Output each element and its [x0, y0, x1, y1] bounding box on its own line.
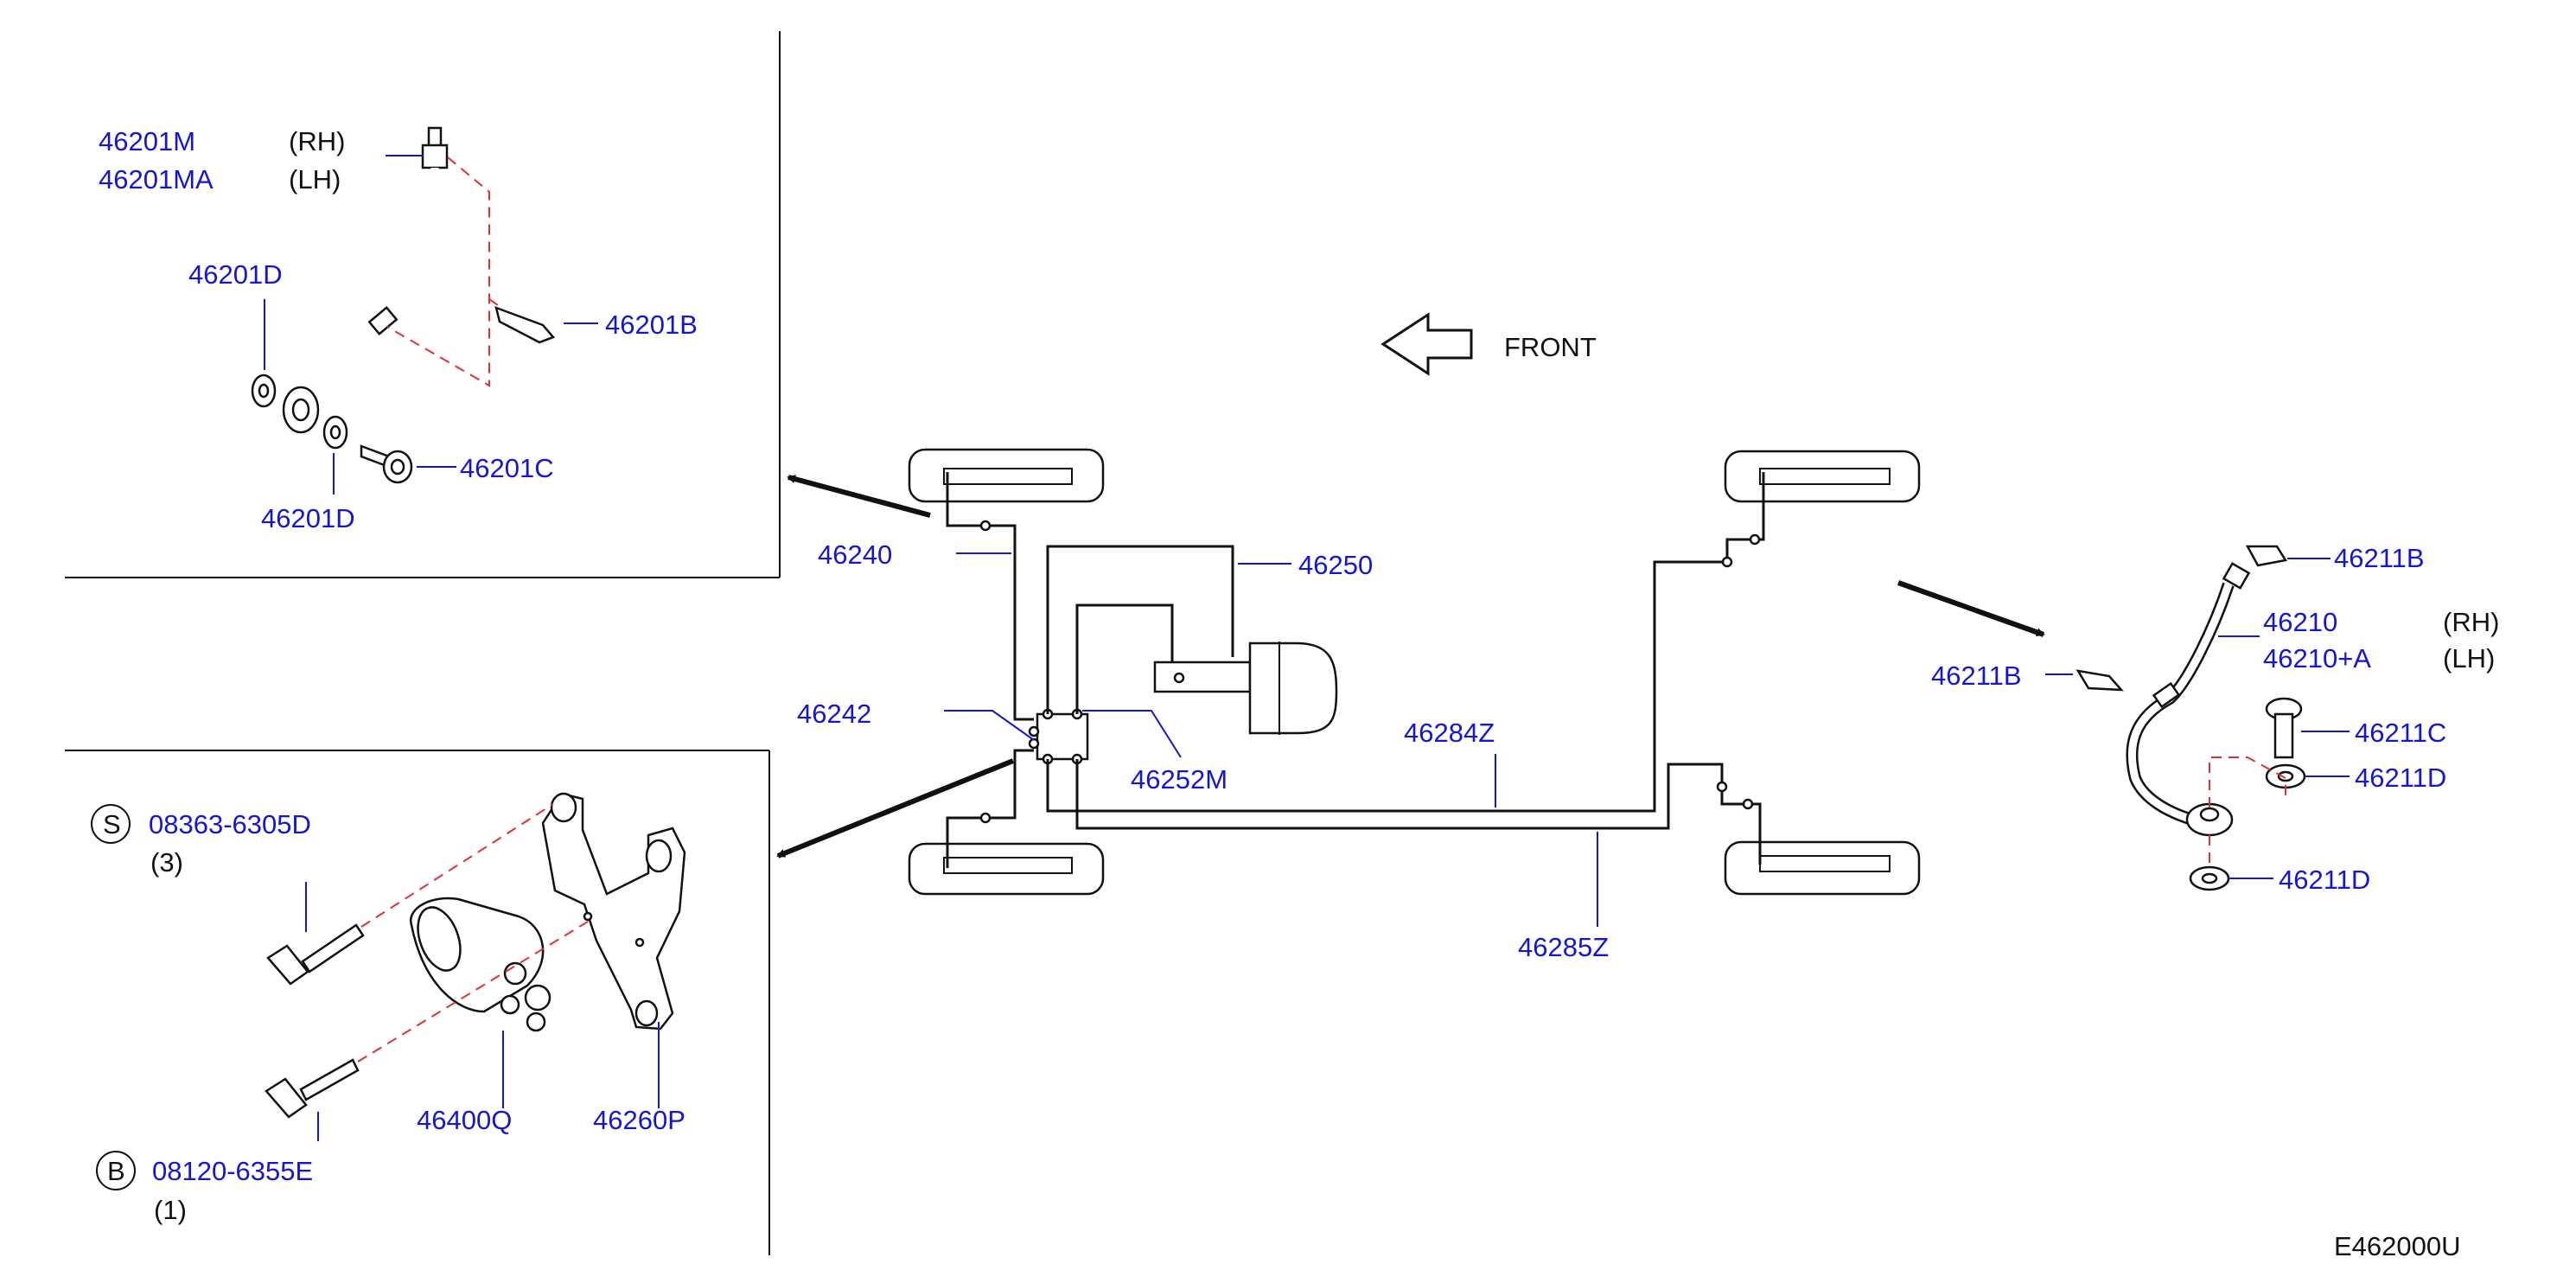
label-washer-lower: 46201D: [261, 503, 355, 533]
label-rear-washer-lower: 46211D: [2279, 865, 2370, 895]
label-tube-front: 46240: [818, 539, 892, 570]
wheel-rear-left: [1724, 450, 1921, 503]
master-cylinder: [1153, 661, 1252, 693]
rear-clip-upper: [2245, 545, 2288, 567]
hose-hex-nut: [421, 144, 449, 169]
label-rear-rh: (RH): [2443, 607, 2499, 637]
label-rh: (RH): [289, 126, 345, 156]
label-rear-hose-rh: 46210: [2263, 607, 2337, 637]
label-rear-bolt: 46211C: [2355, 718, 2446, 748]
label-clip: 46201B: [605, 310, 698, 340]
center-labels: 46240 46250 46242 46252M 46284Z 46285Z: [797, 539, 1609, 962]
callout-arrows: [776, 475, 2045, 859]
label-bracket: 46260P: [593, 1105, 685, 1135]
label-valve: 46400Q: [417, 1105, 512, 1135]
label-washer-upper: 46201D: [188, 259, 283, 290]
pressure-valve-detail: [91, 792, 686, 1190]
label-tube-rear-lower: 46285Z: [1518, 932, 1609, 962]
label-rear-lh: (LH): [2443, 643, 2495, 673]
wheel-front-right: [908, 842, 1105, 896]
bolt-s-head: [266, 944, 309, 986]
label-rear-hose-lh: 46210+A: [2263, 643, 2371, 673]
label-tube-rear-upper: 46284Z: [1404, 718, 1495, 748]
label-rear-clip-left: 46211B: [1931, 661, 2022, 691]
symbol-s: S: [103, 809, 121, 839]
arrow-to-rear-hose: [1897, 580, 2045, 637]
arrow-to-valve: [776, 758, 1015, 859]
label-bolt-s-qty: (3): [150, 847, 183, 878]
wheel-front-left: [908, 448, 1105, 503]
brake-tubes: [946, 472, 1765, 868]
label-tube-master: 46250: [1298, 550, 1373, 580]
label-rear-clip-upper: 46211B: [2334, 543, 2425, 573]
label-connector: 46242: [797, 699, 871, 729]
label-bolt-b: 08120-6355E: [152, 1156, 313, 1186]
front-hose-body: [301, 167, 437, 390]
label-tube-connector: 46252M: [1131, 764, 1227, 795]
valve-bracket: [541, 792, 686, 1031]
front-indicator: FRONT: [1380, 312, 1597, 376]
arrow-to-front-hose: [787, 475, 931, 518]
label-bolt-b-qty: (1): [154, 1195, 187, 1225]
rear-clip-left: [2075, 669, 2124, 692]
hose-fitting-top: [427, 126, 443, 149]
label-bolt: 46201C: [460, 453, 554, 483]
rear-brake-hose-detail: [2045, 545, 2350, 891]
diagram-code: E462000U: [2334, 1231, 2461, 1261]
front-arrow-icon: [1380, 312, 1473, 376]
wheel-outlines: [908, 448, 1921, 896]
brake-booster: [1248, 642, 1338, 735]
bolt-b-shank: [299, 1058, 360, 1101]
symbol-b-circle: [96, 1151, 136, 1190]
bolt-b-head: [265, 1077, 308, 1119]
label-hose-lh: 46201MA: [99, 164, 214, 195]
pressure-valve-labels: S 08363-6305D (3) B 08120-6355E (1) 4640…: [103, 809, 685, 1225]
symbol-b: B: [107, 1156, 125, 1186]
connector-block: [1036, 712, 1089, 761]
label-lh: (LH): [289, 164, 341, 195]
symbol-s-circle: [91, 804, 131, 844]
front-hose-labels: 46201M (RH) 46201MA (LH) 46201D 46201B 4…: [99, 126, 698, 533]
front-label: FRONT: [1504, 332, 1597, 362]
frame-lines: [65, 31, 781, 1255]
label-bolt-s: 08363-6305D: [149, 809, 311, 839]
label-rear-washer-upper: 46211D: [2355, 763, 2446, 793]
center-leaders: [944, 552, 1598, 927]
rear-bolt-shank: [2273, 712, 2294, 759]
rear-hose-labels: 46211B 46210 (RH) 46210+A (LH) 46211B 46…: [1931, 543, 2499, 895]
front-brake-hose-detail: [251, 126, 598, 495]
front-hose-clip: [494, 306, 556, 344]
bolt-s-shank: [301, 923, 365, 973]
label-hose-rh: 46201M: [99, 126, 195, 156]
